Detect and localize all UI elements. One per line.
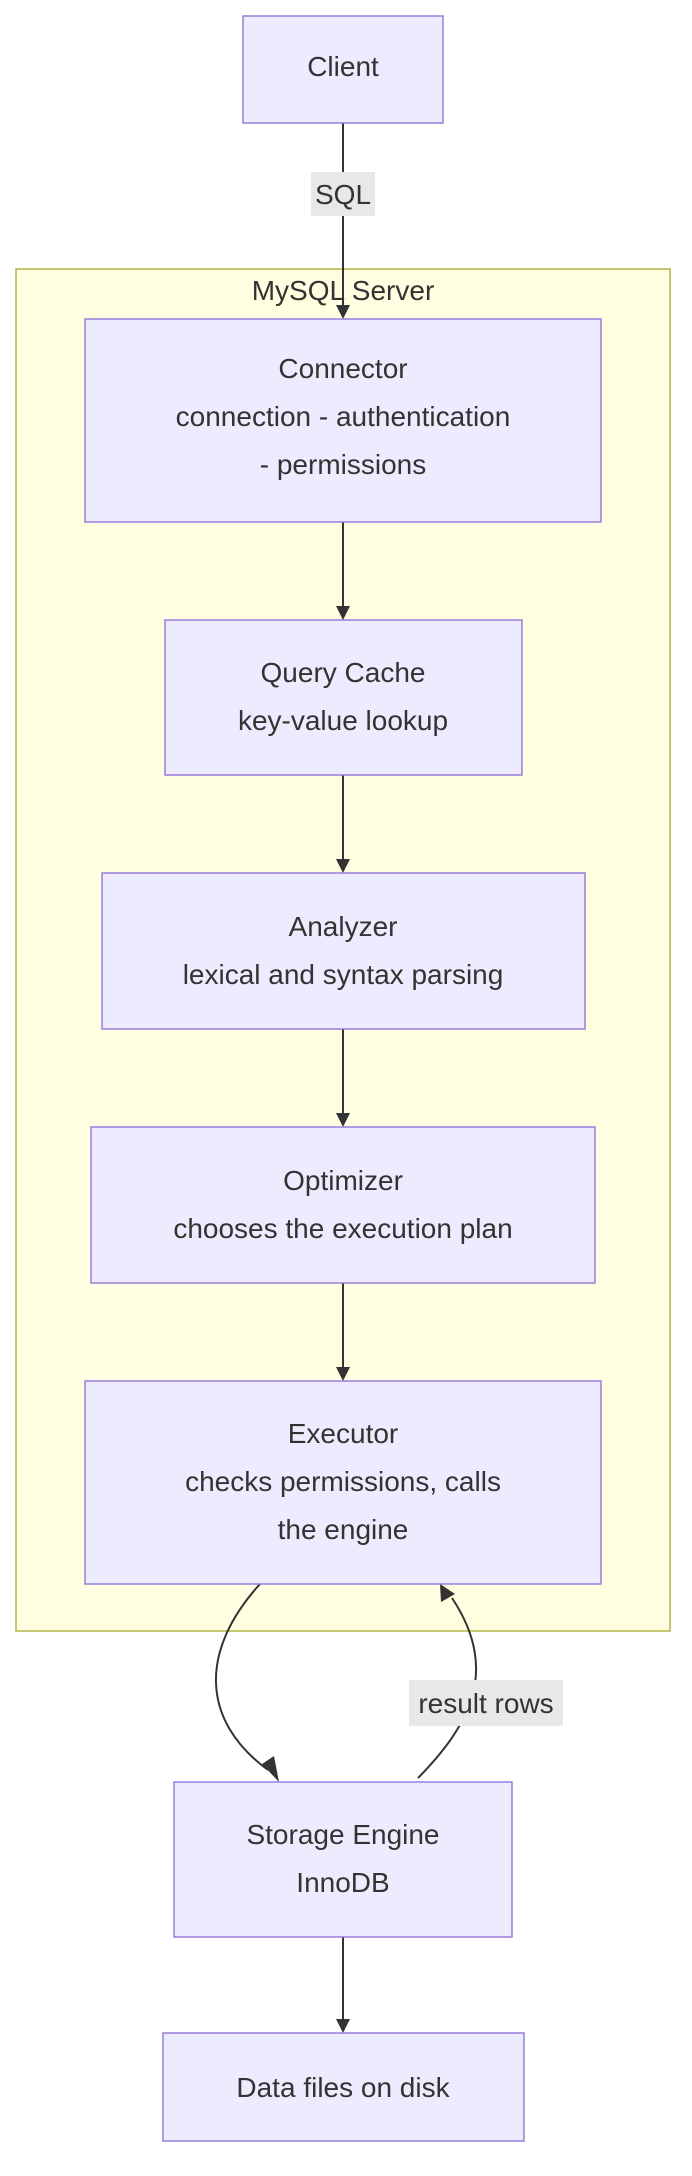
node-client-label: Client xyxy=(307,51,379,82)
node-connector-line-2: connection - authentication xyxy=(176,401,511,432)
node-analyzer: Analyzer lexical and syntax parsing xyxy=(101,872,586,1030)
edge-executor-to-storage-engine-line xyxy=(215,1583,269,1771)
node-query-cache: Query Cache key-value lookup xyxy=(164,619,523,776)
node-executor-title: Executor xyxy=(288,1418,399,1449)
edge-labels: SQL result rows xyxy=(311,172,563,1726)
edge-label-sql-bg xyxy=(311,172,375,216)
edge-query-cache-to-analyzer xyxy=(336,775,350,873)
edges xyxy=(215,123,478,2033)
node-client: Client xyxy=(242,15,444,124)
edge-label-sql-text: SQL xyxy=(315,179,371,210)
node-connector-box xyxy=(84,318,602,523)
edge-connector-to-query-cache xyxy=(336,522,350,620)
node-optimizer: Optimizer chooses the execution plan xyxy=(90,1126,596,1284)
nodes: Client Connector connection - authentica… xyxy=(84,15,602,2142)
edge-label-sql: SQL xyxy=(311,172,375,216)
node-storage-engine-title: Storage Engine xyxy=(246,1819,439,1850)
node-analyzer-title: Analyzer xyxy=(289,911,398,942)
node-executor-box xyxy=(84,1380,602,1585)
node-optimizer-title: Optimizer xyxy=(283,1165,403,1196)
edge-analyzer-to-optimizer xyxy=(336,1029,350,1127)
edge-storage-engine-to-data-files xyxy=(336,1933,350,2033)
node-analyzer-box xyxy=(101,872,586,1030)
edge-connector-to-query-cache-arrow xyxy=(336,606,350,620)
edge-executor-to-storage-engine-arrow xyxy=(262,1756,279,1782)
node-query-cache-title: Query Cache xyxy=(261,657,426,688)
node-executor-line-3: the engine xyxy=(278,1514,409,1545)
edge-analyzer-to-optimizer-arrow xyxy=(336,1113,350,1127)
edge-client-to-connector-arrow xyxy=(336,305,350,319)
edge-executor-to-storage-engine xyxy=(215,1583,279,1782)
edge-storage-engine-to-data-files-arrow xyxy=(336,2019,350,2033)
node-executor-line-2: checks permissions, calls xyxy=(185,1466,501,1497)
node-storage-engine-box xyxy=(173,1781,513,1938)
node-storage-engine: Storage Engine InnoDB xyxy=(173,1781,513,1938)
node-executor: Executor checks permissions, calls the e… xyxy=(84,1380,602,1585)
node-connector-title: Connector xyxy=(278,353,407,384)
edge-label-result-rows-bg xyxy=(409,1680,563,1726)
node-storage-engine-line-2: InnoDB xyxy=(296,1867,389,1898)
node-optimizer-line-2: chooses the execution plan xyxy=(173,1213,512,1244)
node-analyzer-line-2: lexical and syntax parsing xyxy=(183,959,504,990)
node-data-files-label: Data files on disk xyxy=(236,2072,450,2103)
node-data-files-box xyxy=(162,2032,525,2142)
node-connector: Connector connection - authentication - … xyxy=(84,318,602,523)
edge-query-cache-to-analyzer-arrow xyxy=(336,859,350,873)
edge-optimizer-to-executor-arrow xyxy=(336,1367,350,1381)
node-connector-line-3: - permissions xyxy=(260,449,426,480)
node-query-cache-line-2: key-value lookup xyxy=(238,705,448,736)
edge-optimizer-to-executor xyxy=(336,1283,350,1381)
node-data-files: Data files on disk xyxy=(162,2032,525,2142)
node-query-cache-box xyxy=(164,619,523,776)
edge-label-result-rows: result rows xyxy=(409,1680,563,1726)
edge-label-result-rows-text: result rows xyxy=(418,1688,553,1719)
node-client-box xyxy=(242,15,444,124)
edge-storage-engine-to-executor-arrow xyxy=(440,1584,455,1602)
node-optimizer-box xyxy=(90,1126,596,1284)
